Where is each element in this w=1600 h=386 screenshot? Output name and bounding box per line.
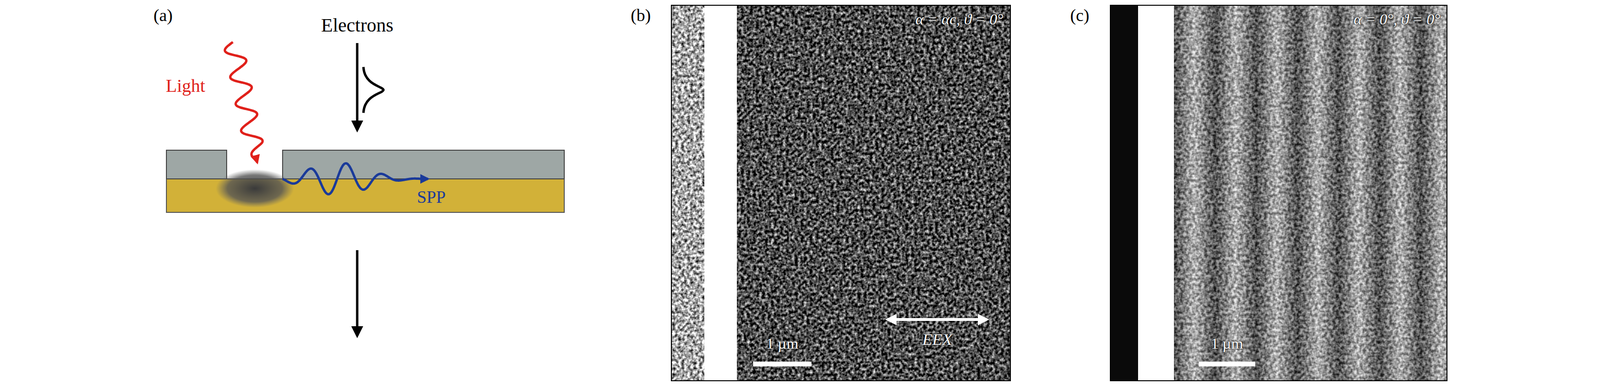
light-wave xyxy=(224,42,263,163)
scale-bar xyxy=(1198,361,1256,367)
schematic xyxy=(166,42,565,336)
scale-bar xyxy=(753,361,812,367)
image-b xyxy=(671,5,1011,381)
panel-label: (a) xyxy=(153,5,173,26)
spp-wave xyxy=(282,163,428,195)
scale-label: 1 µm xyxy=(766,334,799,353)
polarization-arrow xyxy=(887,317,987,321)
light-label: Light xyxy=(165,75,206,97)
noise-light xyxy=(671,5,705,381)
electron-arrow xyxy=(356,43,359,131)
noise-overlay xyxy=(1110,5,1447,381)
panel-label: (c) xyxy=(1070,5,1090,26)
angle-annotation: α = 0°, ϑ = 0° xyxy=(1353,10,1441,29)
image-frame xyxy=(671,5,1011,381)
spp-label: SPP xyxy=(416,187,446,208)
image-frame xyxy=(1110,5,1447,381)
slit-stripe xyxy=(704,5,737,381)
panel-label: (b) xyxy=(630,5,651,26)
slit-stripe xyxy=(1138,5,1174,381)
transmitted-electron-arrow xyxy=(356,250,359,336)
noise-dark xyxy=(671,5,1011,381)
field-label: EEX xyxy=(922,329,953,349)
fringe-pattern xyxy=(1110,5,1447,381)
angle-annotation: α = αc, ϑ = 0° xyxy=(915,10,1004,29)
electrons-label: Electrons xyxy=(320,14,394,37)
electron-pulse xyxy=(363,66,384,113)
image-c xyxy=(1110,5,1447,381)
scale-label: 1 µm xyxy=(1210,334,1243,353)
dark-strip xyxy=(1110,5,1139,381)
dielectric-layer xyxy=(166,150,565,179)
excitation-spot xyxy=(215,169,295,208)
